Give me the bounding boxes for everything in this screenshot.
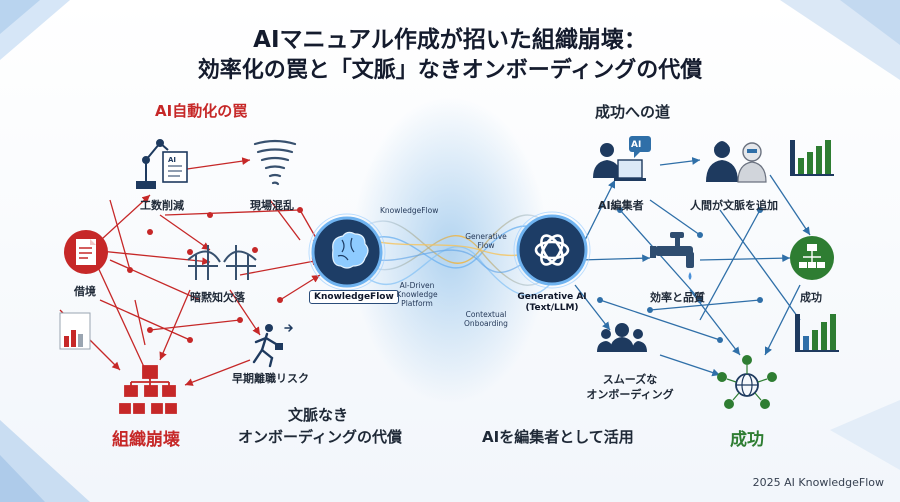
blue-network-dots — [597, 207, 763, 343]
debt-document-icon — [64, 230, 108, 274]
label-smooth-onboarding: スムーズな オンボーディング — [585, 372, 675, 402]
flow-text-knowledgeflow: KnowledgeFlow — [380, 206, 439, 215]
team-group-icon — [597, 323, 647, 352]
footer-copyright: 2025 AI KnowledgeFlow — [752, 476, 884, 489]
ai-badge: AI — [631, 140, 642, 150]
flow-text-ai-driven-line-2: Knowledge — [396, 290, 438, 299]
flow-text-contextual: Contextual Onboarding — [458, 310, 514, 328]
right-section-heading: 成功への道 — [595, 103, 671, 121]
success-big-label: 成功 — [730, 430, 764, 450]
flow-text-ai-driven-line-3: Platform — [401, 299, 433, 308]
title-line-1: AIマニュアル作成が招いた組織崩壊： — [253, 27, 647, 53]
left-section-heading: AI自動化の罠 — [155, 102, 248, 120]
label-smooth-onboarding-line-2: オンボーディング — [586, 388, 674, 401]
flow-text-contextual-line-2: Onboarding — [464, 319, 508, 328]
generative-ai-hub-icon — [513, 211, 591, 289]
flow-text-generative: Generative Flow — [464, 232, 508, 250]
caption-left: 文脈なき オンボーディングの代償 — [238, 404, 402, 448]
success-org-chart-icon — [790, 236, 834, 280]
running-person-icon — [252, 324, 294, 368]
faucet-icon — [650, 232, 694, 280]
label-labor-cut: 工数削減 — [140, 199, 184, 212]
label-success-node: 成功 — [800, 291, 822, 304]
label-efficiency-quality: 効率と品質 — [650, 291, 705, 304]
label-human-context: 人間が文脈を追加 — [690, 199, 778, 212]
red-network-lines — [59, 157, 321, 386]
hub-label-generative-ai-line-2: (Text/LLM) — [525, 303, 579, 313]
editor-person-icon — [593, 136, 651, 181]
brain-hub-icon — [308, 213, 386, 291]
label-tacit-loss: 暗黙知欠落 — [190, 291, 245, 304]
caption-left-line-1: 文脈なき — [287, 406, 348, 424]
broken-bridge-icon — [187, 245, 257, 280]
flow-text-contextual-line-1: Contextual — [465, 310, 507, 319]
label-smooth-onboarding-line-1: スムーズな — [602, 373, 658, 386]
label-site-chaos: 現場混乱 — [250, 199, 294, 212]
svg-text:AI: AI — [168, 156, 176, 164]
bar-chart-icon-right-bottom — [795, 314, 839, 352]
red-network-dots — [127, 207, 303, 343]
hub-label-generative-ai: Generative AI (Text/LLM) — [512, 292, 592, 314]
label-early-turnover: 早期離職リスク — [232, 372, 309, 385]
global-network-icon — [717, 355, 777, 409]
flow-text-generative-line-1: Generative — [465, 232, 507, 241]
human-and-robot-icon — [706, 141, 767, 183]
title-line-2: 効率化の罠と「文脈」なきオンボーディングの代償 — [197, 58, 703, 83]
blue-network-lines — [574, 157, 811, 377]
caption-right: AIを編集者として活用 — [482, 428, 634, 446]
flow-text-ai-driven: AI-Driven Knowledge Platform — [392, 281, 442, 308]
hub-label-generative-ai-line-1: Generative AI — [517, 292, 587, 302]
tornado-icon — [253, 139, 297, 186]
robot-arm-icon — [136, 139, 169, 189]
bar-chart-icon-right-top — [790, 140, 834, 176]
org-collapse-big-label: 組織崩壊 — [112, 430, 180, 450]
caption-left-line-2: オンボーディングの代償 — [238, 428, 402, 446]
flow-text-ai-driven-line-1: AI-Driven — [399, 281, 435, 290]
hub-label-knowledgeflow: KnowledgeFlow — [309, 290, 399, 304]
label-debt: 借境 — [74, 285, 96, 298]
broken-org-chart-icon — [119, 365, 177, 414]
bar-chart-icon-left — [59, 312, 91, 350]
label-ai-editor: AI編集者 — [598, 199, 644, 212]
flow-text-generative-line-2: Flow — [477, 241, 495, 250]
document-ai-icon: AI — [162, 151, 188, 183]
